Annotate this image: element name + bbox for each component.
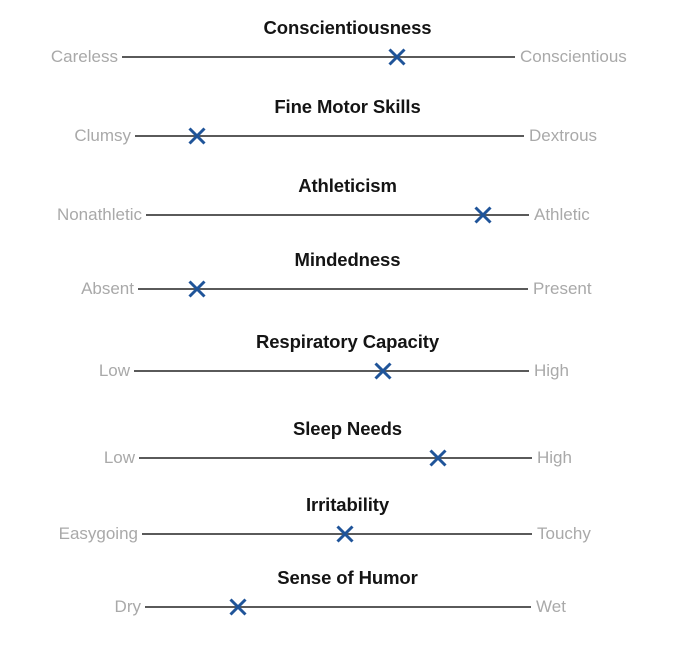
trait-title: Respiratory Capacity [0, 330, 687, 354]
pole-label-right: Touchy [537, 524, 591, 543]
trait-title-text: Athleticism [298, 175, 397, 196]
pole-label-right: High [537, 448, 572, 467]
pole-label-left: Absent [81, 279, 134, 298]
pole-label-right: Conscientious [520, 47, 627, 66]
trait-title-text: Fine Motor Skills [274, 96, 421, 117]
scale-track[interactable] [145, 606, 531, 608]
scale-track[interactable] [146, 214, 529, 216]
pole-label-right: Wet [536, 597, 566, 616]
pole-label-right: Dextrous [529, 126, 598, 145]
pole-label-right: High [534, 361, 569, 380]
pole-label-left: Careless [50, 47, 118, 66]
trait-title: Mindedness [0, 248, 687, 272]
trait-title-text: Irritability [305, 494, 390, 515]
trait-scale[interactable]: Easygoing Touchy [0, 519, 687, 549]
trait-scale[interactable]: Dry Wet [0, 592, 687, 622]
pole-label-left: Nonathletic [56, 205, 142, 224]
trait-scale[interactable]: Low High [0, 356, 687, 386]
trait-scale[interactable]: Careless Conscientious [0, 42, 687, 72]
trait-title-text: Mindedness [294, 249, 401, 270]
trait-title-text: Conscientiousness [263, 17, 432, 38]
pole-label-right: Athletic [534, 205, 590, 224]
pole-label-left: Low [103, 448, 135, 467]
pole-label-right: Present [533, 279, 592, 298]
trait-scale[interactable]: Clumsy Dextrous [0, 121, 687, 151]
pole-label-left: Clumsy [74, 126, 131, 145]
trait-title: Sleep Needs [0, 417, 687, 441]
scale-track[interactable] [122, 56, 515, 58]
scale-track[interactable] [135, 135, 524, 137]
trait-title-text: Sense of Humor [277, 567, 418, 588]
scale-track[interactable] [138, 288, 528, 290]
trait-title: Irritability [0, 493, 687, 517]
trait-title-text: Respiratory Capacity [255, 331, 440, 352]
trait-scale[interactable]: Nonathletic Athletic [0, 200, 687, 230]
scale-track[interactable] [134, 370, 529, 372]
trait-scale[interactable]: Low High [0, 443, 687, 473]
pole-label-left: Dry [114, 597, 141, 616]
scale-track[interactable] [139, 457, 532, 459]
trait-title: Sense of Humor [0, 566, 687, 590]
pole-label-left: Low [98, 361, 130, 380]
pole-label-left: Easygoing [58, 524, 138, 543]
trait-title-text: Sleep Needs [293, 418, 402, 439]
trait-scale[interactable]: Absent Present [0, 274, 687, 304]
scale-track[interactable] [142, 533, 532, 535]
trait-title: Conscientiousness [0, 16, 687, 40]
trait-title: Fine Motor Skills [0, 95, 687, 119]
trait-title: Athleticism [0, 174, 687, 198]
